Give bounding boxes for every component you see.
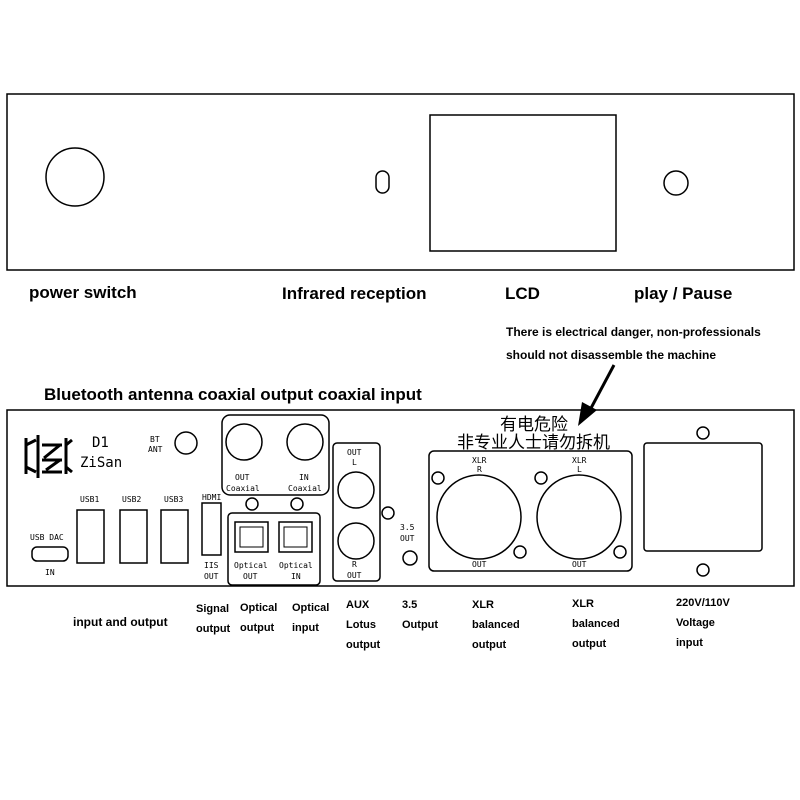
aux-l-jack <box>337 471 375 509</box>
xlr-r-label-1: XLR <box>472 456 487 465</box>
aux-group-frame <box>332 442 381 582</box>
aux-l-label-1: OUT <box>347 448 362 457</box>
warning-line-1: There is electrical danger, non-professi… <box>506 325 761 339</box>
label-lcd: LCD <box>505 284 540 303</box>
hdmi-port <box>201 502 222 556</box>
label-input-output: input and output <box>73 615 168 629</box>
screw-hole <box>290 497 304 511</box>
aux-r-label-1: R <box>352 560 357 569</box>
coaxial-group-frame <box>221 414 330 496</box>
screw-hole <box>431 471 445 485</box>
usb1-port <box>76 509 105 564</box>
bt-label-1: BT <box>150 435 160 444</box>
brand-name: ZiSan <box>80 455 122 471</box>
zisan-logo <box>24 435 73 478</box>
opt-out-label-2: OUT <box>243 572 258 581</box>
xlr-r-connector <box>436 474 522 560</box>
screw-hole <box>696 426 710 440</box>
xlr-group-frame <box>428 450 633 572</box>
coaxial-in-jack <box>286 423 324 461</box>
headphone-jack <box>402 550 418 566</box>
screw-hole <box>245 497 259 511</box>
usb-in-label: IN <box>45 568 55 577</box>
usb-dac-port <box>31 546 69 562</box>
optical-group-frame <box>227 512 321 586</box>
jack-35-label-1: 3.5 <box>400 523 415 532</box>
screw-hole <box>381 506 395 520</box>
xlr-l-connector <box>536 474 622 560</box>
power-switch-knob <box>45 147 105 207</box>
opt-out-label-1: Optical <box>234 561 268 570</box>
usb2-port <box>119 509 148 564</box>
xlr-l-out-label: OUT <box>572 560 587 569</box>
xlr-r-out-label: OUT <box>472 560 487 569</box>
screw-hole <box>613 545 627 559</box>
play-pause-button <box>663 170 689 196</box>
coax-out-label-2: Coaxial <box>226 484 260 493</box>
hdmi-label: HDMI <box>202 493 221 502</box>
lcd-screen <box>429 114 617 252</box>
coax-out-label-1: OUT <box>235 473 250 482</box>
aux-r-jack <box>337 522 375 560</box>
usb1-label: USB1 <box>80 495 99 504</box>
rear-heading: Bluetooth antenna coaxial output coaxial… <box>44 385 422 404</box>
front-panel <box>6 93 795 271</box>
jack-35-label-2: OUT <box>400 534 415 543</box>
bt-label-2: ANT <box>148 445 163 454</box>
label-power-switch: power switch <box>29 283 137 302</box>
xlr-l-label-1: XLR <box>572 456 587 465</box>
warning-arrow-line <box>588 364 616 411</box>
infrared-receiver <box>375 170 390 194</box>
usb3-port <box>160 509 189 564</box>
aux-r-label-2: OUT <box>347 571 362 580</box>
label-play-pause: play / Pause <box>634 284 733 303</box>
warning-arrow-head <box>578 402 597 426</box>
bt-antenna-jack <box>174 431 198 455</box>
brand-model: D1 <box>92 435 109 451</box>
optical-in-inner <box>283 526 308 548</box>
aux-l-label-2: L <box>352 458 357 467</box>
coaxial-out-jack <box>225 423 263 461</box>
warning-cn-2: 非专业人士请勿拆机 <box>457 433 610 453</box>
screw-hole <box>513 545 527 559</box>
opt-in-label-1: Optical <box>279 561 313 570</box>
usb-dac-label: USB DAC <box>30 533 64 542</box>
screw-hole <box>534 471 548 485</box>
iis-label-2: OUT <box>204 572 219 581</box>
optical-out-port <box>234 521 269 553</box>
coax-in-label-2: Coaxial <box>288 484 322 493</box>
power-inlet <box>643 442 763 552</box>
optical-out-inner <box>239 526 264 548</box>
usb2-label: USB2 <box>122 495 141 504</box>
warning-cn-1: 有电危险 <box>500 415 568 435</box>
coax-in-label-1: IN <box>299 473 309 482</box>
opt-in-label-2: IN <box>291 572 301 581</box>
xlr-r-label-2: R <box>477 465 482 474</box>
iis-label-1: IIS <box>204 561 219 570</box>
screw-hole <box>696 563 710 577</box>
usb3-label: USB3 <box>164 495 183 504</box>
warning-line-2: should not disassemble the machine <box>506 348 717 362</box>
rear-panel <box>6 409 795 587</box>
xlr-l-label-2: L <box>577 465 582 474</box>
label-infrared: Infrared reception <box>282 284 427 303</box>
optical-in-port <box>278 521 313 553</box>
